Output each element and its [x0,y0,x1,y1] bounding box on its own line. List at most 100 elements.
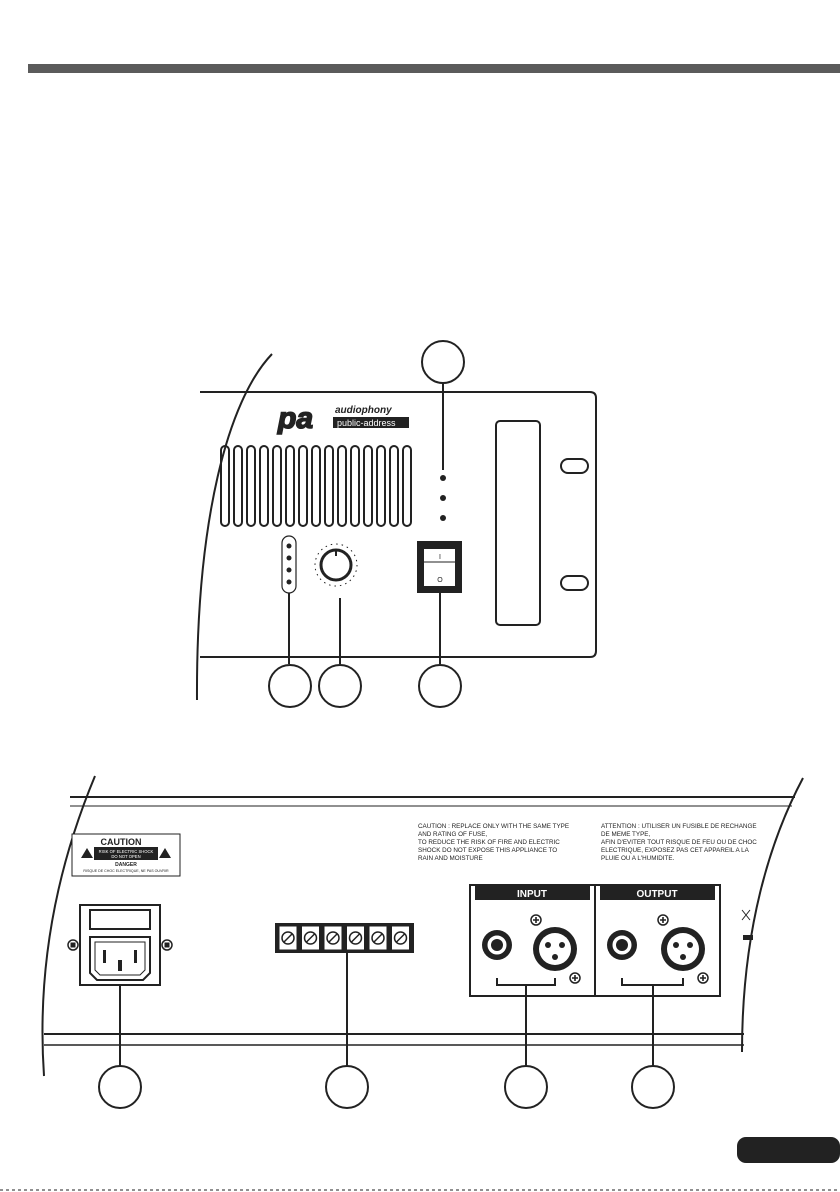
vent-slot [285,445,295,527]
caution-sticker: CAUTION RISK OF ELECTRIC SHOCK DO NOT OP… [71,833,181,877]
screw-cross-icon [533,917,539,923]
switch-on-mark: I [439,554,441,561]
logo-mark: pa [277,402,313,435]
output-header-bar [600,886,715,900]
screw-cross-icon [700,975,706,981]
sticker-line2: DO NOT OPEN [111,854,140,859]
xlr-pin [673,942,679,948]
caution-fr-line: AFIN D'EVITER TOUT RISQUE DE FEU OU DE C… [601,839,757,846]
vent-slot [311,445,321,527]
vent-slot [259,445,269,527]
vent-slot [389,445,399,527]
front-panel-outline [200,391,597,658]
vent-slot [350,445,360,527]
vent-slot [337,445,347,527]
rear-break-right [741,777,804,1053]
xlr-pin [545,942,551,948]
iec-socket [89,936,151,981]
vent-slot [376,445,386,527]
jack-hole [491,939,503,951]
brand-sub-bar [333,417,409,428]
vent-slot [402,445,412,527]
caution-fr-line: PLUIE OU A L'HUMIDITE. [601,855,675,862]
fuse-holder [89,909,151,930]
callout-circle [318,664,362,708]
recycle-bin-icon [741,909,751,921]
callout-circle [268,664,312,708]
rack-handle [495,420,541,626]
edge-mark [743,935,753,940]
power-inlet[interactable] [67,904,173,986]
front-break-line [195,353,273,701]
iec-pin [103,950,106,963]
vent-slots [220,445,412,527]
vu-led [286,543,292,549]
screw-slot-icon [305,933,316,943]
vu-led [286,555,292,561]
power-switch[interactable]: I O [417,541,462,593]
sticker-danger-title: DANGER [115,862,137,868]
rack-ear-slot [560,458,589,474]
screw-slot-icon [350,933,361,943]
output-label: OUTPUT [636,889,677,900]
caution-en-line: TO REDUCE THE RISK OF FIRE AND ELECTRIC [418,839,560,846]
knob-scale [314,543,358,587]
vent-slot [324,445,334,527]
callout-circle [504,1065,548,1109]
vent-slot [363,445,373,527]
xlr-pin [559,942,565,948]
input-label: INPUT [517,889,547,900]
header-rule [28,64,840,73]
sticker-title: CAUTION [101,837,142,847]
caution-text-fr: ATTENTION : UTILISER UN FUSIBLE DE RECHA… [601,823,757,862]
input-header-bar [475,886,590,900]
vent-slot [298,445,308,527]
terminal-strip-body [275,923,414,953]
vent-slot [246,445,256,527]
screw-cross-icon [660,917,666,923]
vu-led [286,567,292,573]
callout-circle [631,1065,675,1109]
led-indicator [440,495,446,501]
warning-triangle-icon [81,848,93,858]
brand-logo: pa audiophony public-address [276,401,409,436]
page-tab [737,1137,840,1163]
mount-screw-head [70,942,76,948]
vent-slot [233,445,243,527]
input-jack[interactable] [482,930,512,960]
caution-fr-line: ATTENTION : UTILISER UN FUSIBLE DE RECHA… [601,823,757,830]
jack-hole [616,939,628,951]
callout-circle [325,1065,369,1109]
callout-circle [98,1065,142,1109]
rear-panel: CAUTION RISK OF ELECTRIC SHOCK DO NOT OP… [41,775,804,1109]
screw-slot-icon [395,933,406,943]
vent-slot [272,445,282,527]
xlr-face [539,933,571,965]
sticker-black-band [94,847,158,860]
switch-off-mark: O [437,577,443,584]
brand-name: audiophony [335,405,392,416]
led-indicator [440,515,446,521]
speaker-terminal-strip[interactable] [275,923,414,953]
io-block: INPUT OUTPUT [469,884,721,997]
rear-break-left [41,775,96,1077]
warning-triangle-icon [159,848,171,858]
volume-knob[interactable] [314,543,358,587]
caution-fr-line: DE MEME TYPE, [601,831,650,838]
callout-circle [418,664,462,708]
sticker-title-bg [90,836,152,846]
vent-slot [220,445,230,527]
sticker-danger-text: RISQUE DE CHOC ELECTRIQUE, NE PAS OUVRIR [83,869,169,873]
input-xlr[interactable] [533,927,577,971]
output-xlr[interactable] [661,927,705,971]
callout-circle [421,340,465,384]
rack-ear-slot [560,575,589,591]
caution-en-line: RAIN AND MOISTURE [418,855,483,862]
output-jack[interactable] [607,930,637,960]
caution-en-line: AND RATING OF FUSE, [418,831,487,838]
iec-pin [118,960,122,971]
iec-socket-inner [94,941,146,976]
caution-en-line: SHOCK DO NOT EXPOSE THIS APPLIANCE TO [418,847,557,854]
front-panel: pa audiophony public-address I O [195,340,597,708]
